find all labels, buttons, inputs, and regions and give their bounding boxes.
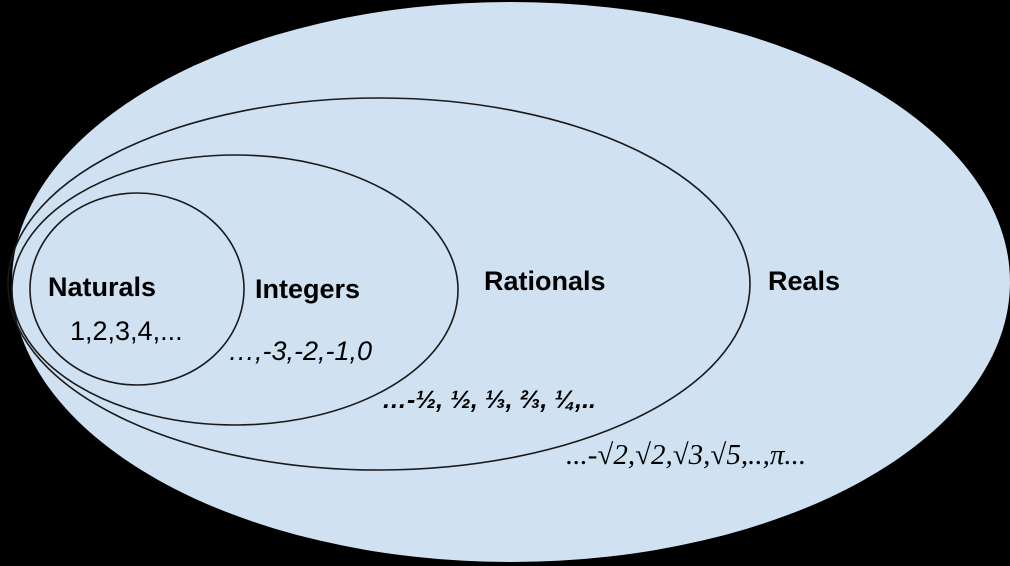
reals-members: ...-√2,√2,√3,√5,..,π...: [566, 439, 807, 471]
naturals-members: 1,2,3,4,...: [70, 316, 183, 346]
reals-label: Reals: [768, 266, 841, 296]
integers-members: …,-3,-2,-1,0: [228, 336, 373, 366]
rationals-label: Rationals: [484, 266, 606, 296]
naturals-ellipse: [29, 192, 245, 386]
naturals-label: Naturals: [48, 272, 157, 302]
integers-ellipse: [11, 154, 459, 426]
rationals-members: …-½, ½, ⅓, ⅔, ¼,..: [382, 386, 596, 414]
integers-label: Integers: [255, 274, 361, 304]
reals-ellipse: [12, 2, 1010, 562]
rationals-ellipse: [7, 97, 751, 471]
